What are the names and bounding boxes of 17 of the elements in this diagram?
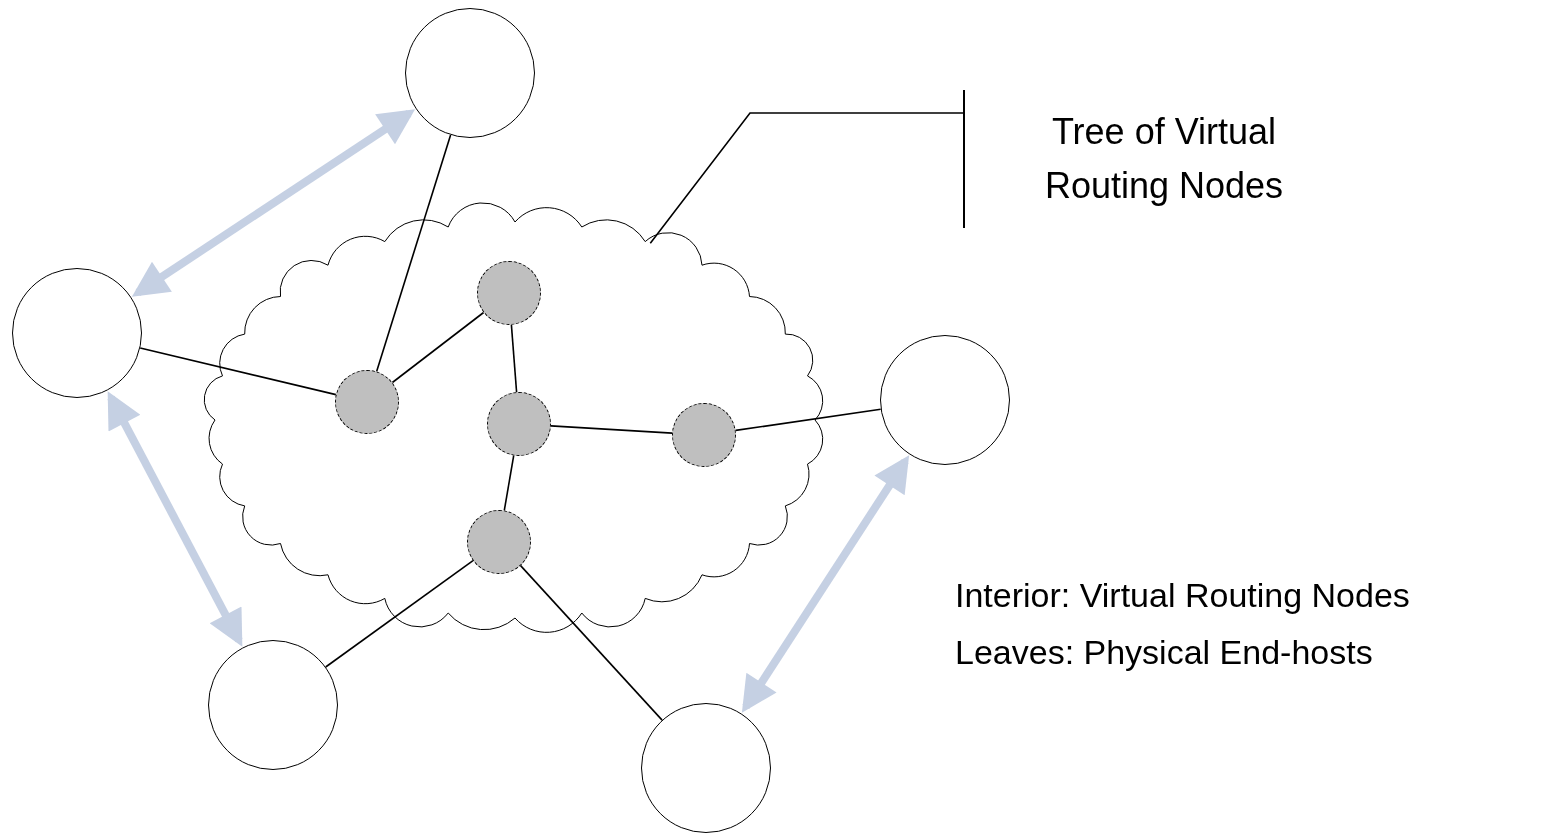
link-line bbox=[391, 311, 485, 384]
virtual-node-circle bbox=[467, 510, 531, 574]
legend-note: Leaves: Physical End-hosts bbox=[955, 633, 1373, 672]
link-line bbox=[503, 454, 515, 512]
link-line bbox=[510, 324, 518, 393]
link-line bbox=[734, 408, 882, 432]
link-line bbox=[375, 134, 452, 373]
link-line bbox=[519, 564, 663, 721]
double-arrow bbox=[741, 455, 910, 713]
double-arrow bbox=[131, 109, 416, 297]
link-line bbox=[139, 347, 337, 396]
callout-text: Tree of Virtual Routing Nodes bbox=[1043, 110, 1285, 208]
double-arrow bbox=[107, 391, 243, 647]
link-line bbox=[324, 559, 474, 668]
link-line bbox=[550, 425, 673, 434]
legend-note: Interior: Virtual Routing Nodes bbox=[955, 576, 1410, 615]
leader-line bbox=[649, 112, 964, 245]
